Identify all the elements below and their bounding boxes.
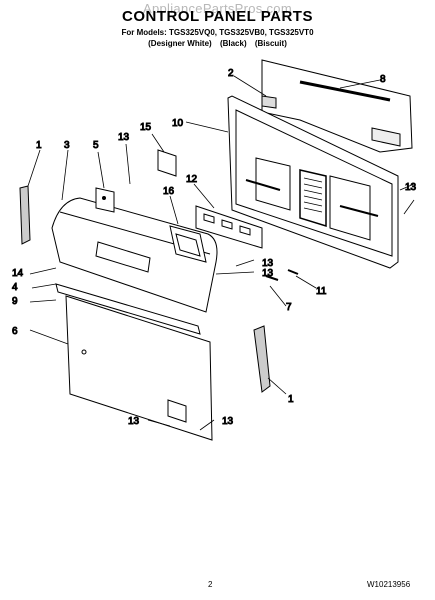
part-10-rear-panel — [227, 95, 399, 269]
part-9-trim — [55, 283, 201, 335]
part-6-access-panel — [65, 295, 213, 441]
part-7-screw — [265, 275, 279, 281]
callout-9: 9 — [12, 296, 18, 307]
color-biscuit: (Biscuit) — [254, 39, 287, 48]
models-line: For Models: TGS325VQ0, TGS325VB0, TGS325… — [121, 28, 314, 37]
callout-13-f: 13 — [222, 416, 234, 427]
callout-14: 14 — [12, 268, 24, 279]
part-11-clip — [287, 269, 299, 275]
callout-12: 12 — [186, 174, 198, 185]
color-black: (Black) — [219, 39, 247, 48]
part-5-bracket — [95, 187, 115, 213]
callout-7: 7 — [286, 302, 292, 313]
callout-1-right: 1 — [288, 394, 294, 405]
callout-13-d: 13 — [262, 268, 274, 279]
color-white: (Designer White) — [148, 39, 212, 48]
part-1-end-cap-left — [19, 185, 31, 245]
callout-16: 16 — [163, 186, 175, 197]
page-number: 2 — [208, 580, 213, 589]
callout-8: 8 — [380, 74, 386, 85]
watermark: AppliancePartsPros.com — [143, 1, 292, 16]
callout-13-c: 13 — [262, 258, 274, 269]
callout-10: 10 — [172, 118, 184, 129]
part-16-control-board — [169, 225, 207, 263]
leader-lines — [27, 75, 415, 431]
part-12-touch-panel — [195, 205, 263, 249]
callout-11: 11 — [316, 286, 327, 297]
document-code: W10213956 — [367, 580, 411, 589]
part-1-end-cap-right — [253, 325, 271, 393]
callout-3: 3 — [64, 140, 70, 151]
callout-15: 15 — [140, 122, 152, 133]
callout-13-b: 13 — [405, 182, 417, 193]
part-15-clip — [157, 149, 177, 177]
part-2-clip — [261, 95, 277, 109]
callout-13-a: 13 — [118, 132, 130, 143]
callout-6: 6 — [12, 326, 18, 337]
callout-4: 4 — [12, 282, 18, 293]
callout-2: 2 — [228, 68, 234, 79]
model-info: For Models: TGS325VQ0, TGS325VB0, TGS325… — [0, 27, 435, 49]
color-variants: (Designer White) (Black) (Biscuit) — [0, 38, 435, 49]
callout-5: 5 — [93, 140, 99, 151]
page-title: CONTROL PANEL PARTS — [122, 8, 313, 25]
callout-1-left: 1 — [36, 140, 42, 151]
callout-13-e: 13 — [128, 416, 140, 427]
